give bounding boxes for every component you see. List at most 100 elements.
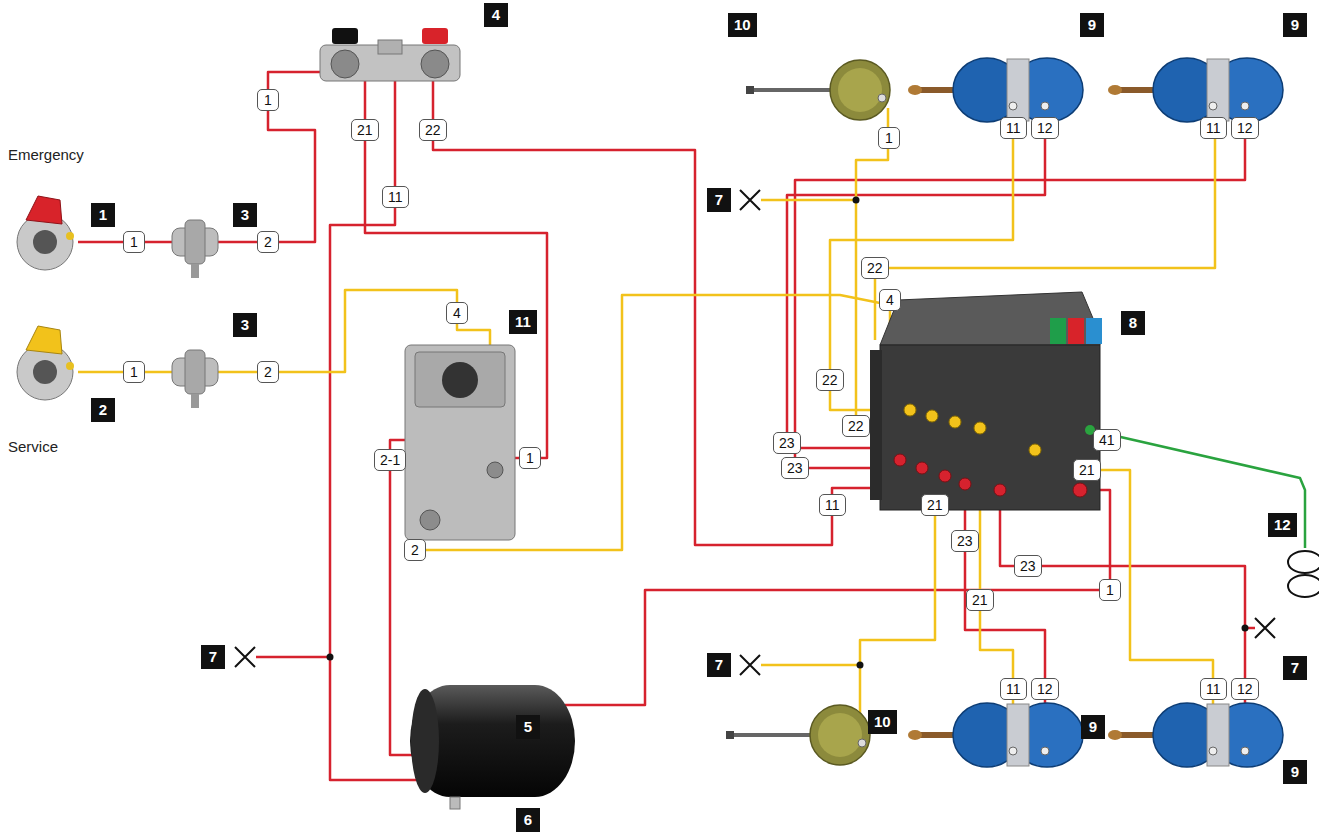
coupling-head-service — [33, 360, 57, 384]
junction-dot — [327, 197, 1249, 669]
relay-valve — [405, 345, 515, 540]
port-number: 41 — [1093, 429, 1121, 451]
port-number: 22 — [419, 119, 447, 141]
port-number: 11 — [1000, 678, 1027, 700]
level-line — [1090, 430, 1305, 548]
ebs-modulator — [880, 292, 1100, 345]
brake-chamber — [726, 705, 870, 765]
supply-line — [1000, 490, 1245, 715]
port-number: 1 — [123, 361, 145, 383]
circuit-label: Emergency — [8, 146, 84, 164]
port-number: 1 — [878, 127, 900, 149]
line-filter — [191, 394, 199, 408]
brake-chamber — [1108, 58, 1283, 122]
port-number: 21 — [1073, 459, 1101, 481]
control-line — [761, 664, 860, 667]
exhaust-symbol — [235, 190, 1275, 675]
line-filter — [185, 350, 205, 394]
port-number: 22 — [816, 369, 844, 391]
brake-chamber — [908, 58, 1083, 122]
coupling-head-service — [26, 326, 62, 354]
coupling-head-emergency — [17, 196, 74, 270]
callout-number: 5 — [516, 715, 540, 739]
callout-number: 10 — [728, 13, 757, 37]
port-number: 4 — [446, 302, 468, 324]
ebs-modulator — [939, 470, 951, 482]
air-bellow — [1288, 575, 1319, 597]
port-number: 1 — [257, 89, 279, 111]
callout-number: 7 — [201, 645, 225, 669]
callout-number: 2 — [91, 398, 115, 422]
ebs-modulator — [1086, 318, 1102, 344]
junction-dot — [1242, 625, 1249, 632]
supply-line — [78, 72, 1255, 780]
callout-number: 7 — [707, 188, 731, 212]
ebs-modulator — [949, 416, 961, 428]
release-valve — [421, 50, 449, 78]
relay-valve — [420, 510, 440, 530]
ebs-modulator — [916, 462, 928, 474]
port-number: 11 — [819, 494, 846, 516]
line-filter — [185, 220, 205, 264]
ebs-modulator — [926, 410, 938, 422]
ebs-modulator — [959, 478, 971, 490]
port-number: 12 — [1231, 678, 1259, 700]
relay-valve — [415, 352, 505, 407]
junction-dot — [853, 197, 860, 204]
port-number: 2-1 — [374, 449, 406, 471]
exhaust-symbol — [740, 655, 760, 675]
coupling-head-emergency — [33, 230, 57, 254]
port-number: 12 — [1031, 678, 1059, 700]
ebs-modulator — [880, 345, 1100, 510]
callout-number: 10 — [868, 710, 897, 734]
callout-number: 9 — [1081, 715, 1105, 739]
callout-number: 6 — [516, 808, 540, 832]
relay-valve — [442, 362, 478, 398]
air-bellow — [1288, 551, 1319, 573]
release-valve — [332, 28, 358, 44]
brake-chamber — [726, 58, 1283, 767]
port-number: 21 — [921, 494, 949, 516]
brake-chamber — [1108, 703, 1283, 767]
ebs-modulator — [894, 454, 1087, 497]
port-number: 23 — [781, 457, 809, 479]
release-valve — [422, 28, 448, 44]
release-valve — [378, 40, 402, 54]
port-number: 11 — [382, 186, 409, 208]
coupling-head-service — [66, 362, 74, 370]
release-valve — [320, 28, 460, 81]
callout-number: 9 — [1283, 760, 1307, 784]
port-number: 23 — [1014, 555, 1042, 577]
control-line — [78, 108, 1215, 715]
port-number: 2 — [257, 361, 279, 383]
ebs-modulator — [894, 454, 906, 466]
port-number: 2 — [257, 231, 279, 253]
supply-line — [256, 656, 330, 659]
port-number: 12 — [1031, 117, 1059, 139]
brake-chamber — [908, 703, 1083, 767]
control-line — [761, 199, 856, 202]
port-number: 21 — [351, 119, 379, 141]
port-number: 1 — [519, 447, 541, 469]
ebs-modulator — [870, 292, 1102, 510]
ebs-modulator — [1068, 318, 1084, 344]
port-number: 11 — [1200, 678, 1227, 700]
coupling-head-service — [17, 326, 74, 400]
release-valve — [331, 50, 359, 78]
port-number: 11 — [1000, 117, 1027, 139]
ebs-modulator — [994, 484, 1006, 496]
ebs-modulator — [1050, 318, 1066, 344]
supply-line — [215, 72, 325, 242]
callout-number: 9 — [1080, 13, 1104, 37]
callout-number: 3 — [233, 313, 257, 337]
air-tank — [410, 685, 575, 809]
port-number: 22 — [861, 257, 889, 279]
callout-number: 3 — [233, 203, 257, 227]
air-tank — [450, 797, 460, 809]
port-number: 12 — [1231, 117, 1259, 139]
port-number: 2 — [404, 539, 426, 561]
callout-number: 4 — [484, 3, 508, 27]
ebs-modulator — [870, 350, 882, 500]
